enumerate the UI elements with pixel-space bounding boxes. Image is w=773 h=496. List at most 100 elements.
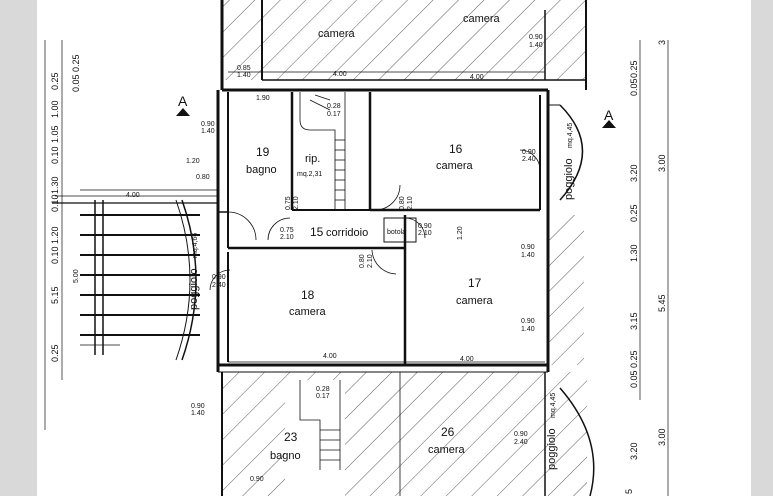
- dim-stair-top-w: 0.28: [327, 103, 341, 110]
- balcony-bottom-area: mq.4,45: [550, 393, 557, 418]
- dim-right-chain-3: 0.25: [629, 204, 639, 222]
- drawing-sheet: 19 bagno rip. mq.2,31 16 camera 15 corri…: [37, 0, 751, 496]
- room-name-bagno: bagno: [246, 164, 277, 176]
- staircase: [299, 92, 346, 210]
- dim-cam18-balc-h: 2.40: [212, 282, 226, 289]
- dim-bottom-right-w: 0.90: [514, 431, 528, 438]
- walls: [216, 0, 587, 496]
- dim-bottom-left-w: 0.90: [191, 403, 205, 410]
- dim-bottom-right-h: 2.40: [514, 439, 528, 446]
- dim-left-chain-0: 0.25: [50, 72, 60, 90]
- section-arrow-right: [602, 120, 616, 128]
- room-number-23: 23: [284, 430, 298, 444]
- room-name-bagno-23: bagno: [270, 450, 301, 462]
- botola-box: [383, 217, 417, 243]
- dim-right-outer-4: 5: [624, 489, 634, 494]
- dim-balcony-width: 4.00: [126, 192, 140, 199]
- dim-cam16-120: 1.20: [457, 226, 464, 240]
- dim-bottom-left-400: 4.00: [323, 353, 337, 360]
- room-name-camera-17: camera: [456, 295, 494, 307]
- dim-right-outer-3: 3.00: [657, 428, 667, 446]
- balcony-left-area: mq.4,66: [192, 233, 199, 258]
- section-mark-right: A: [604, 107, 614, 123]
- dim-left-chain-7: 0.10: [50, 246, 60, 264]
- room-name-camera-top-right: camera: [463, 13, 501, 25]
- dim-cam16-balc-w: 0.90: [522, 149, 536, 156]
- balcony-bottom-name: poggiolo: [546, 428, 558, 470]
- botola-label: botola: [387, 229, 406, 236]
- dim-cam16-balc-h: 2.40: [522, 156, 536, 163]
- section-arrow-left: [176, 108, 190, 116]
- dim-cam17-win-top-h: 1.40: [521, 252, 535, 259]
- room-number-18: 18: [301, 288, 315, 302]
- dim-top-right-400: 4.00: [470, 74, 484, 81]
- dim-cam16-door-h: 2.10: [407, 196, 414, 210]
- hatched-area-bottom: [222, 372, 587, 496]
- dim-cam18-door-h: 2.10: [367, 254, 374, 268]
- floor-plan: 19 bagno rip. mq.2,31 16 camera 15 corri…: [44, 0, 669, 496]
- dim-left-080: 0.80: [196, 174, 210, 181]
- dim-corr-left-h: 2.10: [280, 234, 294, 241]
- dim-rip-door-w: 0.75: [285, 196, 292, 210]
- dim-left-chain-5: 0.10: [50, 194, 60, 212]
- dim-cam17-win-bot-h: 1.40: [521, 326, 535, 333]
- dim-bagno-window-h: 1.40: [201, 128, 215, 135]
- room-number-16: 16: [449, 142, 463, 156]
- room-name-camera-26: camera: [428, 444, 466, 456]
- balcony-left-name: poggiolo: [188, 268, 200, 310]
- dim-left-top-1: 0.25: [71, 54, 81, 72]
- balcony-left: [52, 189, 218, 361]
- dim-right-chain-6: 0.25: [629, 350, 639, 368]
- room-name-corridoio: corridoio: [326, 227, 368, 239]
- dim-right-chain-4: 1.30: [629, 244, 639, 262]
- dim-left-top-0: 0.05: [71, 74, 81, 92]
- dim-left-chain-4: 1.30: [50, 176, 60, 194]
- room-number-19: 19: [256, 145, 270, 159]
- room-area-rip: mq.2,31: [297, 171, 322, 178]
- balcony-right: [548, 104, 595, 496]
- room-name-rip: rip.: [305, 153, 320, 165]
- staircase-lower: [299, 380, 341, 470]
- dim-corr-left-w: 0.75: [280, 227, 294, 234]
- dim-left-chain-8: 5.15: [50, 286, 60, 304]
- hatched-area-top: [222, 0, 587, 80]
- dim-right-chain-7: 0.05: [629, 370, 639, 388]
- balcony-right-area: mq.4,45: [567, 123, 574, 148]
- dim-right-chain-1: 0.25: [629, 60, 639, 78]
- dim-cam17-win-bot-w: 0.90: [521, 318, 535, 325]
- dim-bottom-left-h: 1.40: [191, 410, 205, 417]
- section-mark-left: A: [178, 93, 188, 109]
- balcony-right-name: poggiolo: [563, 158, 575, 200]
- dim-right-outer-1: 3.00: [657, 154, 667, 172]
- dim-top-left-400: 4.00: [333, 71, 347, 78]
- dim-bottom-stair-w: 0.28: [316, 386, 330, 393]
- dim-left-chain-2: 1.05: [50, 125, 60, 143]
- dim-left-chain-6: 1.20: [50, 226, 60, 244]
- dim-bagno-width: 1.90: [256, 95, 270, 102]
- dim-left-120: 1.20: [186, 158, 200, 165]
- dim-top-right-h: 1.40: [529, 42, 543, 49]
- room-name-camera-top-left: camera: [318, 28, 356, 40]
- dim-cam17-win-top-w: 0.90: [521, 244, 535, 251]
- dim-bottom-small-w: 0.90: [250, 476, 264, 483]
- dimension-lines: [44, 40, 669, 496]
- room-number-17: 17: [468, 276, 482, 290]
- room-number-15: 15: [310, 225, 324, 239]
- room-name-camera-16: camera: [436, 160, 474, 172]
- dim-corr-right-w: 0.90: [418, 223, 432, 230]
- dim-stair-top-h: 0.17: [327, 111, 341, 118]
- dim-cam16-door-w: 0.80: [399, 196, 406, 210]
- dim-left-chain-1: 1.00: [50, 100, 60, 118]
- dim-corr-right-h: 2.10: [418, 230, 432, 237]
- dim-right-outer-2: 5.45: [657, 294, 667, 312]
- dim-balcony-len: 5.00: [73, 269, 80, 283]
- dim-cam18-door-w: 0.80: [359, 254, 366, 268]
- dim-left-chain-3: 0.10: [50, 146, 60, 164]
- dim-right-outer-0: 3: [657, 40, 667, 45]
- dim-right-chain-8: 3.20: [629, 442, 639, 460]
- room-name-camera-18: camera: [289, 306, 327, 318]
- room-number-26: 26: [441, 425, 455, 439]
- dim-top-left-h: 1.40: [237, 72, 251, 79]
- dim-rip-door-h: 2.10: [293, 196, 300, 210]
- dim-right-chain-0: 0.05: [629, 78, 639, 96]
